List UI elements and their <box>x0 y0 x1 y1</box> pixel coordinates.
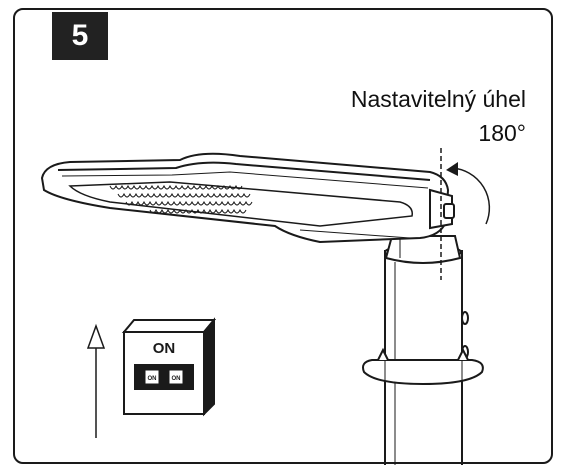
pole-flange <box>362 347 484 386</box>
step-number: 5 <box>71 19 89 52</box>
panel-frame <box>13 8 553 464</box>
street-light <box>40 152 455 244</box>
rotation-indicator <box>440 148 491 280</box>
caption-line-2: 180° <box>478 120 526 146</box>
pole <box>384 244 469 465</box>
up-arrow-icon <box>86 323 106 438</box>
switch-right-label: ON <box>172 376 181 382</box>
caption-line-1: Nastavitelný úhel <box>350 86 526 112</box>
led-array <box>109 184 253 214</box>
switch-main-label: ON <box>153 340 176 357</box>
circuit-breaker: ON ON ON <box>121 317 217 417</box>
step-number-badge: 5 <box>52 12 108 60</box>
switch-left-label: ON <box>148 376 157 382</box>
angle-caption: Nastavitelný úhel 180° <box>351 82 526 150</box>
pole-adapter <box>384 235 462 264</box>
